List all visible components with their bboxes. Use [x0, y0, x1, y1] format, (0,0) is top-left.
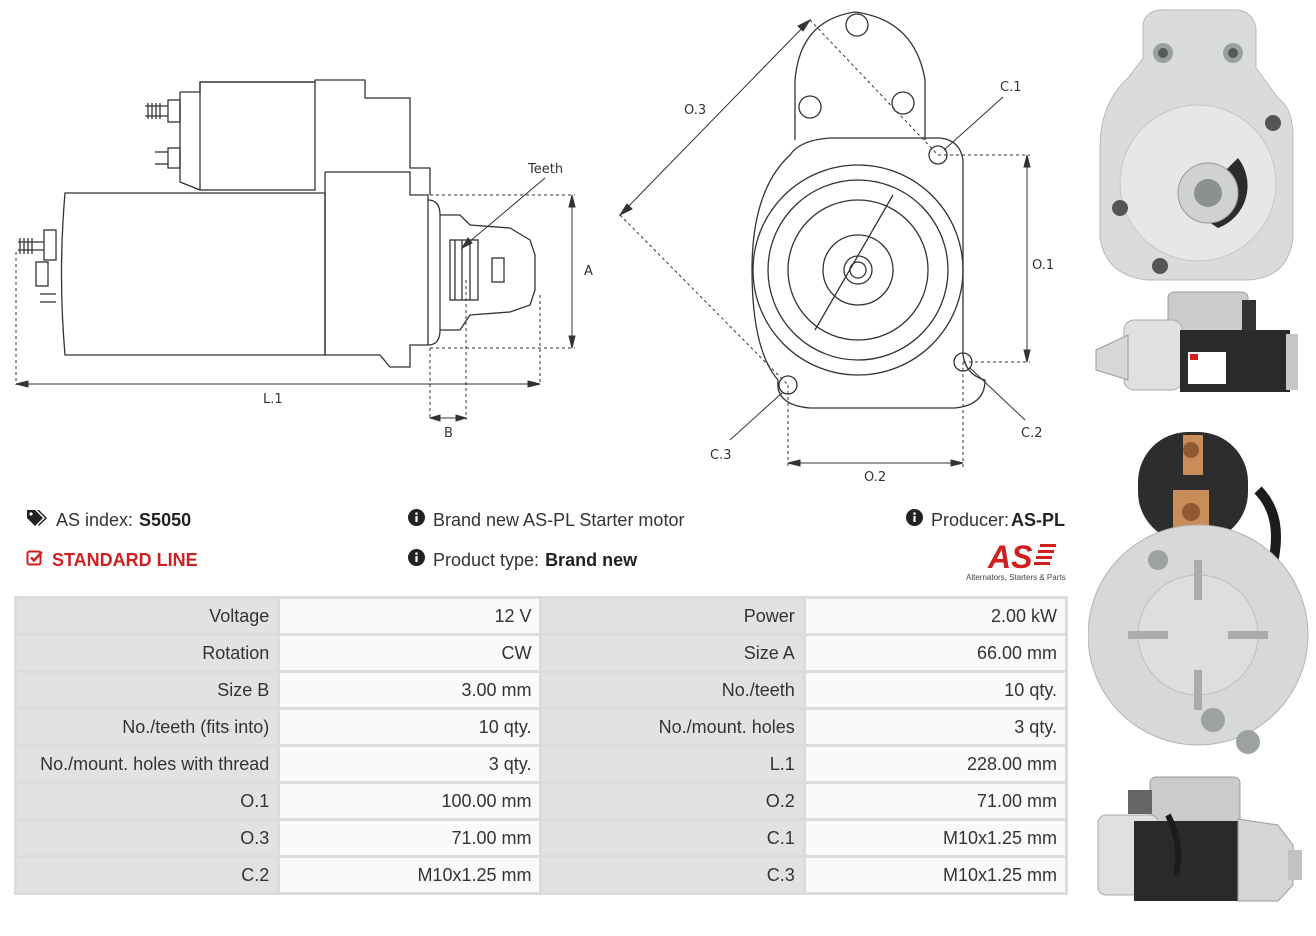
front-view-drawing: O.3 C.1 O.1 C.2 C.3 O.2	[600, 0, 1080, 490]
label-c1: C.1	[1000, 80, 1021, 95]
label-o2: O.2	[864, 470, 886, 485]
label-o3: O.3	[684, 103, 706, 118]
spec-label: C.3	[542, 858, 803, 892]
product-type-row: Product type: Brand new	[408, 549, 637, 571]
spec-value: 3 qty.	[280, 747, 540, 781]
label-b: B	[444, 426, 453, 441]
info-icon	[906, 509, 923, 531]
spec-value: 100.00 mm	[280, 784, 540, 818]
product-photo-side	[1088, 290, 1310, 412]
product-type-value: Brand new	[545, 549, 638, 570]
spec-value: M10x1.25 mm	[805, 858, 1065, 892]
info-icon	[408, 509, 425, 531]
producer-value: AS-PL	[1011, 509, 1066, 530]
label-teeth: Teeth	[527, 162, 563, 177]
producer-label: Producer:	[931, 509, 1010, 530]
table-row: No./mount. holes with thread 3 qty. L.1 …	[17, 747, 1065, 781]
table-row: O.3 71.00 mm C.1 M10x1.25 mm	[17, 821, 1065, 855]
table-row: No./teeth (fits into) 10 qty. No./mount.…	[17, 710, 1065, 744]
producer-row: Producer: AS-PL	[906, 509, 1065, 531]
product-photo-rear	[1087, 430, 1310, 762]
spec-value: CW	[280, 636, 540, 670]
label-c2: C.2	[1021, 426, 1042, 441]
label-l1: L.1	[263, 392, 283, 407]
logo-tagline: Alternators, Starters & Parts	[966, 573, 1066, 582]
table-row: Rotation CW Size A 66.00 mm	[17, 636, 1065, 670]
side-view-drawing: Teeth A L.1 B	[0, 0, 620, 480]
spec-label: Size A	[542, 636, 803, 670]
spec-label: O.2	[542, 784, 803, 818]
spec-value: 228.00 mm	[805, 747, 1065, 781]
spec-value: 2.00 kW	[805, 599, 1065, 633]
spec-value: 71.00 mm	[280, 821, 540, 855]
spec-value: M10x1.25 mm	[805, 821, 1065, 855]
spec-label: L.1	[542, 747, 803, 781]
standard-line-row: STANDARD LINE	[26, 549, 198, 572]
spec-label: C.1	[542, 821, 803, 855]
label-o1: O.1	[1032, 258, 1054, 273]
spec-label: No./mount. holes with thread	[17, 747, 278, 781]
logo-mark: AS	[987, 540, 1033, 572]
standard-line-label: STANDARD LINE	[52, 550, 198, 570]
table-row: O.1 100.00 mm O.2 71.00 mm	[17, 784, 1065, 818]
table-row: Size B 3.00 mm No./teeth 10 qty.	[17, 673, 1065, 707]
as-index-value: S5050	[139, 510, 192, 530]
product-photo-front	[1088, 8, 1308, 286]
table-row: Voltage 12 V Power 2.00 kW	[17, 599, 1065, 633]
specs-table: Voltage 12 V Power 2.00 kW Rotation CW S…	[14, 596, 1068, 895]
spec-label: Rotation	[17, 636, 278, 670]
as-pl-logo: AS Alternators, Starters & Parts	[966, 540, 1068, 584]
spec-value: 10 qty.	[280, 710, 540, 744]
product-photo-side-2	[1088, 775, 1310, 925]
spec-value: 3 qty.	[805, 710, 1065, 744]
tags-icon	[26, 509, 48, 532]
spec-label: Size B	[17, 673, 278, 707]
table-row: C.2 M10x1.25 mm C.3 M10x1.25 mm	[17, 858, 1065, 892]
spec-label: Power	[542, 599, 803, 633]
as-index-label: AS index:	[56, 510, 134, 530]
spec-value: 12 V	[280, 599, 540, 633]
spec-value: 71.00 mm	[805, 784, 1065, 818]
spec-value: 3.00 mm	[280, 673, 540, 707]
checkbox-checked-icon	[26, 549, 44, 572]
label-c3: C.3	[710, 448, 731, 463]
product-type-label: Product type:	[433, 549, 540, 570]
info-icon	[408, 549, 425, 571]
spec-label: No./teeth (fits into)	[17, 710, 278, 744]
spec-label: O.3	[17, 821, 278, 855]
product-description: Brand new AS-PL Starter motor	[433, 509, 685, 530]
spec-label: No./teeth	[542, 673, 803, 707]
spec-value: M10x1.25 mm	[280, 858, 540, 892]
spec-value: 66.00 mm	[805, 636, 1065, 670]
spec-label: C.2	[17, 858, 278, 892]
label-a: A	[584, 264, 593, 279]
description-row: Brand new AS-PL Starter motor	[408, 509, 684, 531]
spec-label: Voltage	[17, 599, 278, 633]
spec-label: O.1	[17, 784, 278, 818]
spec-value: 10 qty.	[805, 673, 1065, 707]
as-index-row: AS index: S5050	[26, 509, 191, 532]
spec-label: No./mount. holes	[542, 710, 803, 744]
